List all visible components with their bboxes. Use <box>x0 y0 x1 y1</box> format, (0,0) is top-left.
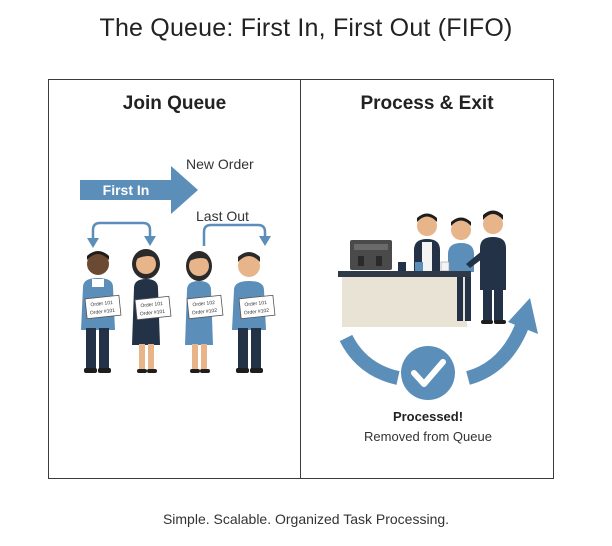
ticket-4-line1: Order 101 <box>244 300 267 308</box>
processed-label: Processed! <box>393 409 463 424</box>
join-queue-title: Join Queue <box>122 93 227 114</box>
ticket-3-line2: Order #102 <box>192 308 218 317</box>
order-ticket-3: Order 102 Order #102 <box>186 294 224 320</box>
page-title: The Queue: First In, First Out (FIFO) <box>99 14 513 42</box>
ticket-2-line1: Order 101 <box>140 301 163 309</box>
order-ticket-2: Order 101 Order #101 <box>134 295 172 321</box>
order-ticket-1: Order 101 Order #101 <box>84 294 122 320</box>
tagline: Simple. Scalable. Organized Task Process… <box>162 511 450 527</box>
coffee-cup-icon <box>398 262 406 271</box>
swap-arrow-right <box>202 223 271 246</box>
barista-1 <box>414 213 440 272</box>
counter-top <box>338 271 471 277</box>
coffee-cup-icon <box>440 261 450 272</box>
order-ticket-4: Order 101 Order #102 <box>238 294 276 320</box>
queue-person-4 <box>232 252 266 373</box>
last-out-label: Last Out <box>196 208 249 224</box>
panel-divider <box>300 79 301 479</box>
cycle-arrowhead-icon <box>508 298 538 334</box>
cafe-scene <box>338 210 506 327</box>
new-order-label: New Order <box>186 156 254 172</box>
ticket-2-line2: Order #101 <box>140 309 166 318</box>
removed-label: Removed from Queue <box>364 429 492 444</box>
coffee-cup-icon <box>415 262 423 271</box>
checkmark-icon <box>401 346 455 400</box>
ticket-1-line1: Order 101 <box>90 300 113 308</box>
first-in-arrow: First In <box>80 166 198 214</box>
counter-body <box>342 277 467 327</box>
first-in-label: First In <box>103 182 150 198</box>
process-cycle-arrows <box>339 323 529 385</box>
process-exit-title: Process & Exit <box>360 93 494 114</box>
swap-arrow-left <box>87 221 156 248</box>
ticket-3-line1: Order 102 <box>192 300 215 308</box>
ticket-1-line2: Order #101 <box>90 308 116 317</box>
customer-exiting <box>466 210 506 324</box>
diagram-frame <box>48 79 554 479</box>
ticket-4-line2: Order #102 <box>244 308 270 317</box>
